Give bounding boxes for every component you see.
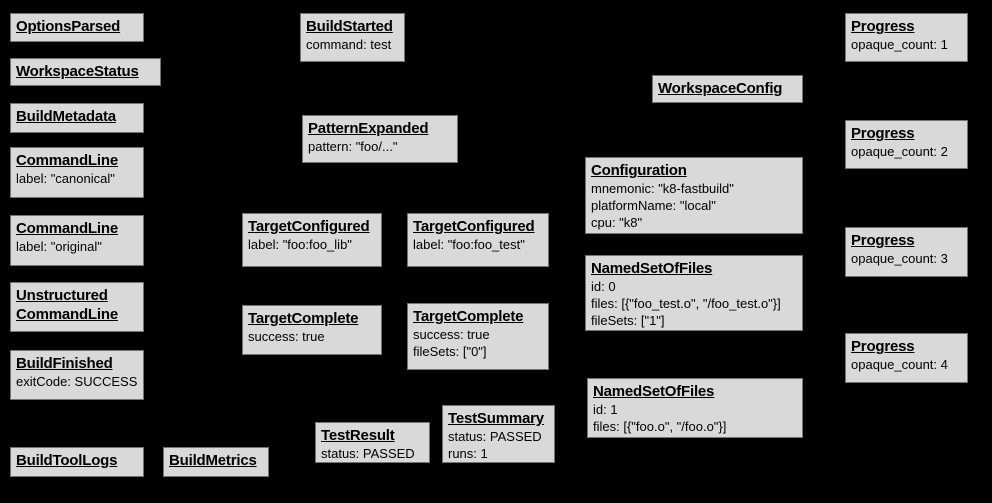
node-property: files: [{"foo_test.o", "/foo_test.o"}] <box>591 296 781 311</box>
node-property: fileSets: ["0"] <box>413 344 487 359</box>
node-property: files: [{"foo.o", "/foo.o"}] <box>593 419 727 434</box>
node-title: BuildFinished <box>16 355 113 372</box>
event-node-named-set-of-files-0: NamedSetOfFiles id: 0 files: [{"foo_test.o… <box>585 255 803 331</box>
node-property: success: true <box>413 327 490 342</box>
node-property: status: PASSED <box>321 446 415 461</box>
node-title: TargetConfigured <box>248 218 370 235</box>
node-property: id: 1 <box>593 402 618 417</box>
event-node-build-tool-logs: BuildToolLogs <box>10 447 144 477</box>
event-node-progress-3: Progress opaque_count: 3 <box>845 227 968 277</box>
node-title: OptionsParsed <box>16 18 121 35</box>
event-node-progress-1: Progress opaque_count: 1 <box>845 13 968 62</box>
node-property: pattern: "foo/..." <box>308 139 398 154</box>
node-title: TestResult <box>321 427 395 444</box>
event-node-unstructured-command-line: Unstructured CommandLine <box>10 282 144 332</box>
node-property: opaque_count: 2 <box>851 144 948 159</box>
event-node-build-metrics: BuildMetrics <box>163 447 269 477</box>
event-node-progress-2: Progress opaque_count: 2 <box>845 120 968 169</box>
node-property: opaque_count: 3 <box>851 251 948 266</box>
event-node-test-result: TestResult status: PASSED <box>315 422 430 463</box>
event-node-configuration: Configuration mnemonic: "k8-fastbuild" pla… <box>585 157 803 234</box>
node-property: platformName: "local" <box>591 198 716 213</box>
node-title: PatternExpanded <box>308 120 429 137</box>
event-node-target-configured-foo-lib: TargetConfigured label: "foo:foo_lib" <box>242 213 382 267</box>
node-title: NamedSetOfFiles <box>591 260 713 277</box>
event-node-command-line-original: CommandLine label: "original" <box>10 215 144 266</box>
event-node-options-parsed: OptionsParsed <box>10 13 144 42</box>
node-title: Progress <box>851 18 915 35</box>
node-title: Configuration <box>591 162 687 179</box>
node-property: exitCode: SUCCESS <box>16 374 138 389</box>
event-node-pattern-expanded: PatternExpanded pattern: "foo/..." <box>302 115 458 163</box>
event-node-target-complete-foo-test: TargetComplete success: true fileSets: ["0… <box>407 303 549 370</box>
node-property: label: "foo:foo_lib" <box>248 237 352 252</box>
node-title: TestSummary <box>448 410 544 427</box>
node-title: Progress <box>851 232 915 249</box>
event-node-target-complete-foo-lib: TargetComplete success: true <box>242 305 382 355</box>
node-property: opaque_count: 1 <box>851 37 948 52</box>
node-property: opaque_count: 4 <box>851 357 948 372</box>
node-title: Progress <box>851 338 915 355</box>
node-property: mnemonic: "k8-fastbuild" <box>591 181 734 196</box>
event-node-workspace-status: WorkspaceStatus <box>10 58 161 86</box>
event-node-build-finished: BuildFinished exitCode: SUCCESS <box>10 350 144 400</box>
node-title: TargetConfigured <box>413 218 535 235</box>
node-title: CommandLine <box>16 220 118 237</box>
event-node-progress-4: Progress opaque_count: 4 <box>845 333 968 383</box>
node-title: NamedSetOfFiles <box>593 383 715 400</box>
node-property: id: 0 <box>591 279 616 294</box>
node-property: status: PASSED <box>448 429 542 444</box>
node-title: BuildMetrics <box>169 452 257 469</box>
node-property: label: "canonical" <box>16 171 115 186</box>
node-property: command: test <box>306 37 392 52</box>
node-property: fileSets: ["1"] <box>591 313 665 328</box>
event-node-workspace-config: WorkspaceConfig <box>652 75 803 103</box>
node-property: label: "foo:foo_test" <box>413 237 525 252</box>
node-title: CommandLine <box>16 152 118 169</box>
node-title: TargetComplete <box>413 308 524 325</box>
event-node-target-configured-foo-test: TargetConfigured label: "foo:foo_test" <box>407 213 549 267</box>
node-property: cpu: "k8" <box>591 215 643 230</box>
event-node-build-started: BuildStarted command: test <box>300 13 405 62</box>
node-title: BuildStarted <box>306 18 393 35</box>
node-property: runs: 1 <box>448 446 488 461</box>
node-property: success: true <box>248 329 325 344</box>
event-node-build-metadata: BuildMetadata <box>10 103 144 133</box>
node-title: Unstructured CommandLine <box>16 287 118 323</box>
node-title: WorkspaceConfig <box>658 80 783 97</box>
node-title: BuildMetadata <box>16 108 116 125</box>
node-title: TargetComplete <box>248 310 359 327</box>
event-node-test-summary: TestSummary status: PASSED runs: 1 <box>442 405 555 463</box>
node-title: Progress <box>851 125 915 142</box>
node-property: label: "original" <box>16 239 102 254</box>
event-node-command-line-canonical: CommandLine label: "canonical" <box>10 147 144 198</box>
node-title: BuildToolLogs <box>16 452 118 469</box>
event-node-named-set-of-files-1: NamedSetOfFiles id: 1 files: [{"foo.o", "/… <box>587 378 803 438</box>
node-title: WorkspaceStatus <box>16 63 139 80</box>
